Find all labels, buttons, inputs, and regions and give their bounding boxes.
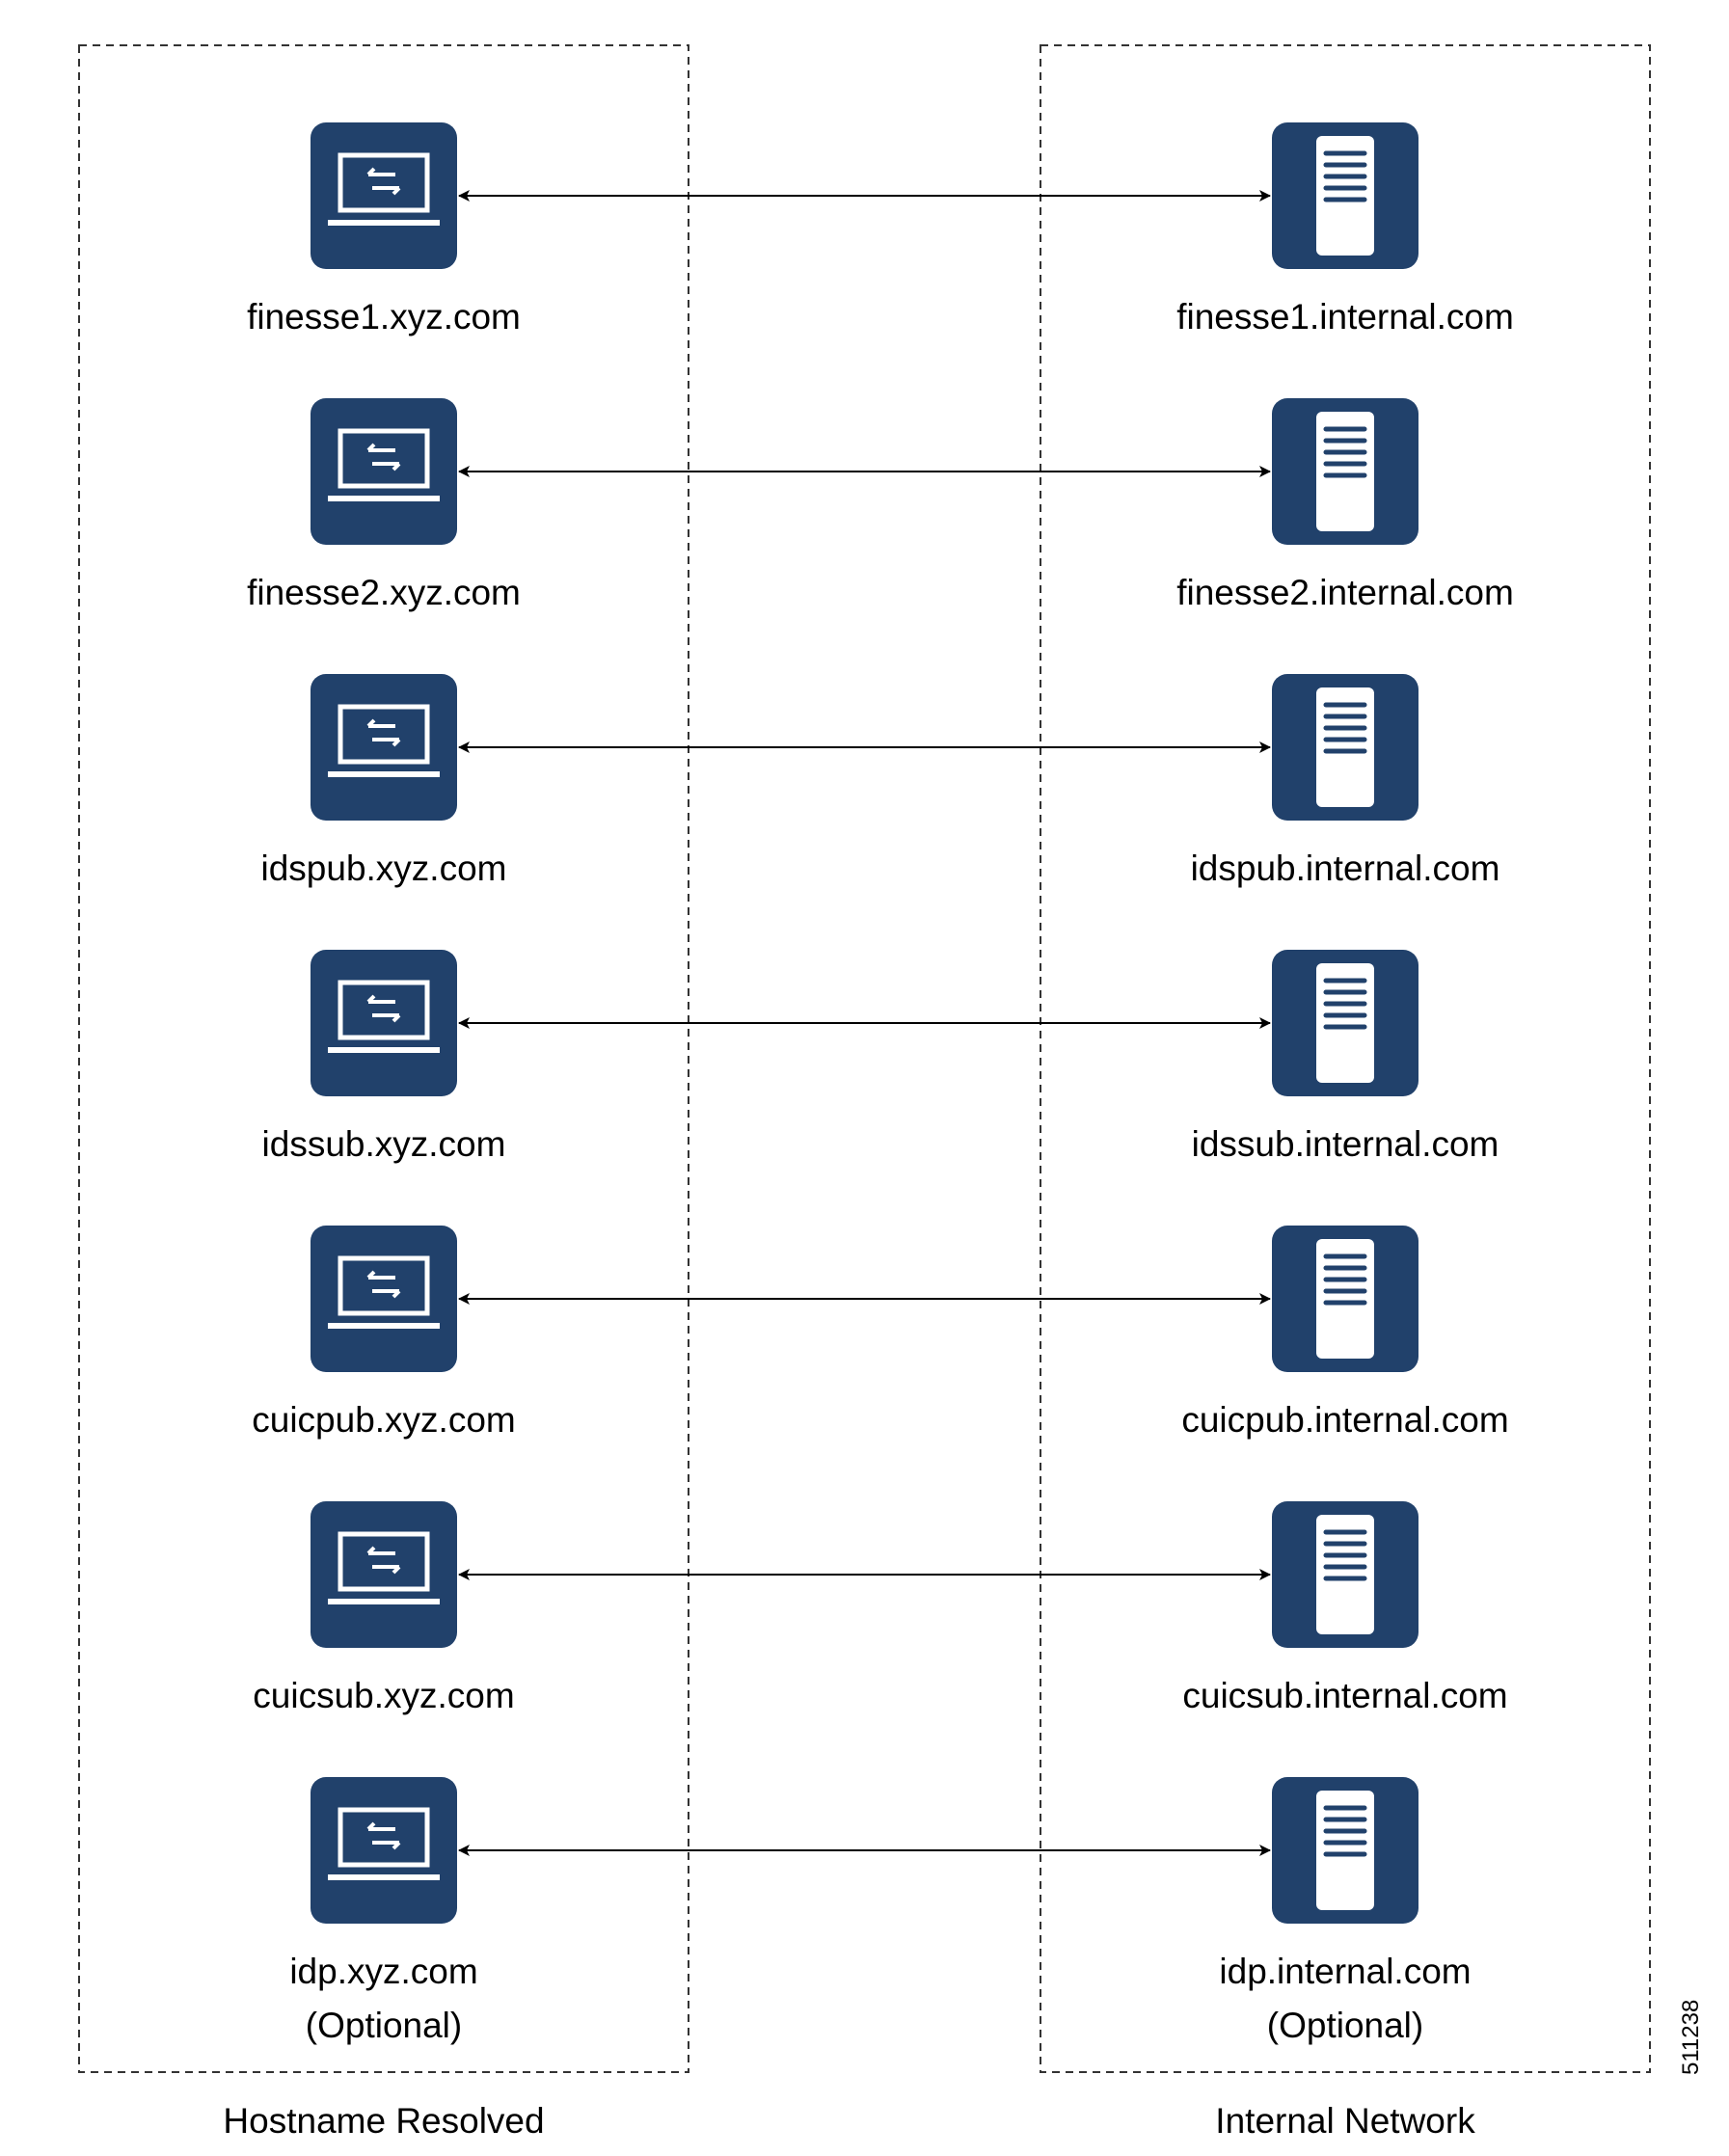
server-icon — [1272, 1501, 1418, 1648]
server-icon — [1272, 950, 1418, 1096]
right-host-name: finesse1.internal.com — [1176, 297, 1514, 337]
right-host-name: idspub.internal.com — [1190, 849, 1500, 888]
left-zone-border — [78, 44, 689, 2073]
right-host-name: cuicpub.internal.com — [1181, 1400, 1509, 1440]
left-host-name: cuicsub.xyz.com — [253, 1676, 515, 1715]
left-zone-label: Hostname Resolved — [223, 2101, 545, 2141]
server-icon — [1272, 1777, 1418, 1924]
left-host-name: cuicpub.xyz.com — [252, 1400, 516, 1440]
left-host-name: idssub.xyz.com — [261, 1124, 506, 1164]
right-zone-border — [1040, 44, 1651, 2073]
right-host-name: finesse2.internal.com — [1176, 573, 1514, 612]
server-icon — [1272, 674, 1418, 821]
laptop-icon — [311, 122, 457, 269]
laptop-icon — [311, 1777, 457, 1924]
left-host-note: (Optional) — [305, 2006, 463, 2045]
left-host-name: finesse1.xyz.com — [247, 297, 521, 337]
laptop-icon — [311, 1501, 457, 1648]
right-host-name: cuicsub.internal.com — [1182, 1676, 1508, 1715]
left-host-name: idspub.xyz.com — [260, 849, 507, 888]
left-host-name: idp.xyz.com — [289, 1952, 478, 1991]
right-host-name: idp.internal.com — [1219, 1952, 1472, 1991]
laptop-icon — [311, 950, 457, 1096]
laptop-icon — [311, 674, 457, 821]
right-zone-label: Internal Network — [1215, 2101, 1475, 2141]
right-host-note: (Optional) — [1266, 2006, 1424, 2045]
figure-id: 511238 — [1678, 1999, 1704, 2075]
left-host-name: finesse2.xyz.com — [247, 573, 521, 612]
laptop-icon — [311, 1226, 457, 1372]
server-icon — [1272, 398, 1418, 545]
right-host-name: idssub.internal.com — [1191, 1124, 1499, 1164]
server-icon — [1272, 1226, 1418, 1372]
laptop-icon — [311, 398, 457, 545]
server-icon — [1272, 122, 1418, 269]
